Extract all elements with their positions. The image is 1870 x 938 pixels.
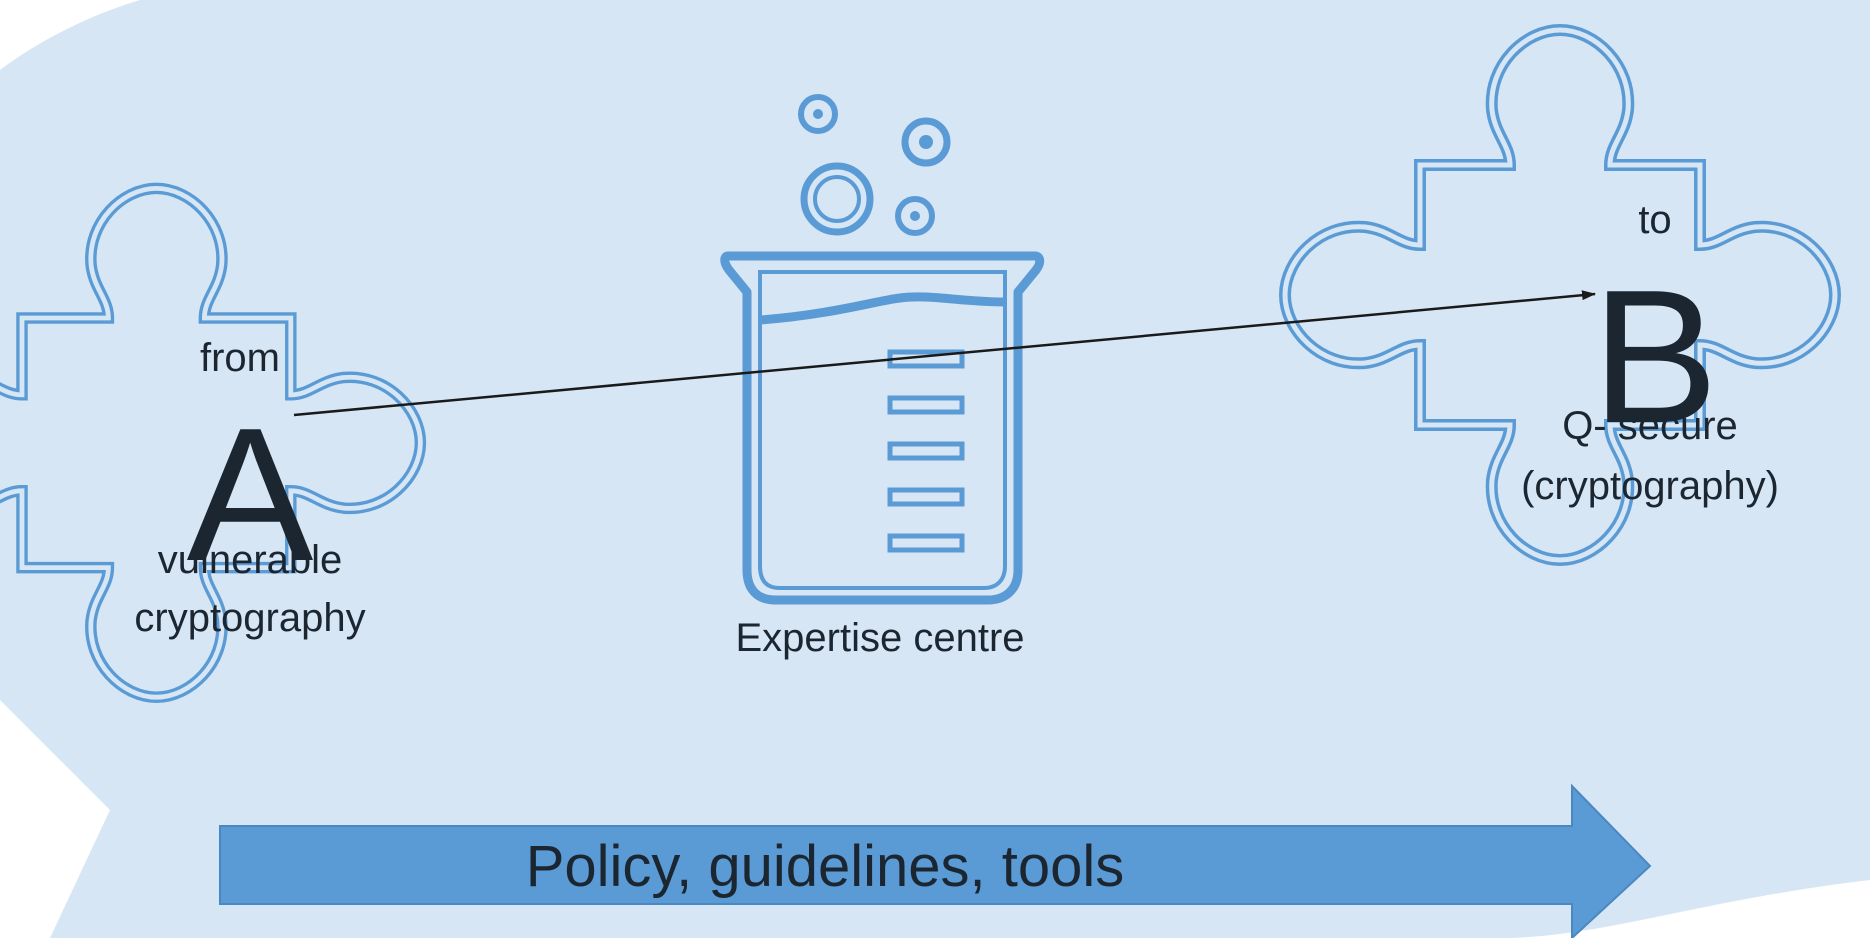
from-label: from [200, 336, 280, 380]
q-secure-label: Q- secure [1562, 404, 1738, 448]
letter-a: A [186, 389, 314, 601]
banner-arrow [219, 783, 1652, 938]
cryptography-label: cryptography [134, 596, 366, 640]
expertise-centre-label: Expertise centre [735, 616, 1025, 660]
parenthesized-cryptography-label: (cryptography) [1521, 464, 1779, 508]
to-label: to [1638, 198, 1672, 242]
connector-arrow [293, 290, 1596, 417]
letter-b: B [1591, 251, 1719, 463]
vulnerable-label: vulnerable [157, 538, 343, 582]
banner-label: Policy, guidelines, tools [525, 834, 1125, 899]
beaker-icon [720, 94, 1045, 605]
